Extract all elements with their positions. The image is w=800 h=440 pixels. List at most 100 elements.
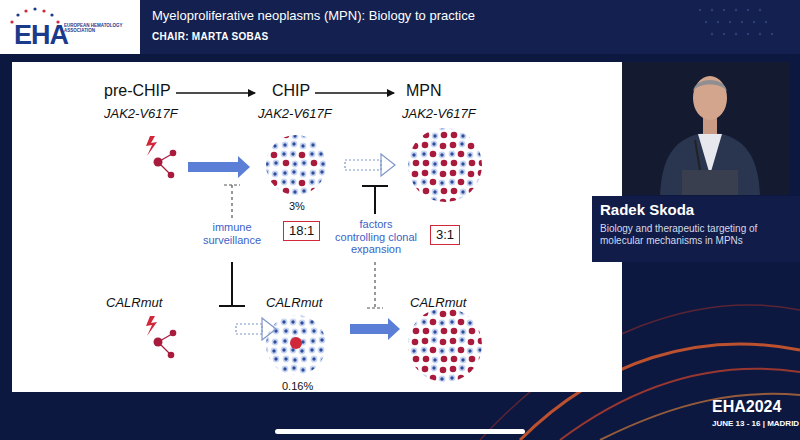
inhibitor-bar <box>219 305 245 307</box>
header-dots <box>735 33 737 35</box>
percent-label: 3% <box>289 200 329 213</box>
header-bar <box>0 0 800 54</box>
precursor-cell-calr <box>146 316 157 336</box>
stage-label: MPN <box>406 82 466 100</box>
speaker-video <box>660 132 760 195</box>
speaker-video <box>698 134 722 175</box>
scroll-bar <box>275 429 525 434</box>
header-dots <box>753 21 755 23</box>
inhibitor-bar <box>219 262 245 306</box>
stage-label: CHIP <box>272 82 332 100</box>
ratio-text: 18:1 <box>289 223 314 239</box>
header-dots <box>765 21 767 23</box>
logo-stars <box>10 20 13 23</box>
header-dots <box>759 33 761 35</box>
gene-label: JAK2-V617F <box>258 107 358 122</box>
orange-swirl <box>600 394 800 440</box>
inhibitor-bar <box>362 186 388 214</box>
header-dots <box>711 9 713 11</box>
hollow-dashed-arrow <box>236 324 262 334</box>
hollow-dashed-arrow <box>236 318 276 340</box>
mpn-cluster-jak2 <box>408 128 482 202</box>
precursor-cell-jak2 <box>170 150 177 157</box>
precursor-cell-jak2 <box>146 136 176 178</box>
speaker-video <box>622 62 790 195</box>
hollow-dashed-arrow <box>262 318 276 340</box>
hollow-dashed-arrow <box>345 154 395 176</box>
ratio-box: 18:1 <box>283 221 320 241</box>
header-dots <box>699 9 701 11</box>
logo-stars <box>16 13 19 16</box>
dashed-leader <box>367 307 383 308</box>
gene-label: CALRmut <box>266 296 366 311</box>
header-dots <box>759 9 761 11</box>
chip-cluster-calr <box>266 315 326 375</box>
precursor-cell-jak2 <box>168 172 175 179</box>
logo-stars <box>33 7 36 10</box>
inhibitor-bar <box>231 262 233 306</box>
blue-arrow <box>188 156 250 178</box>
precursor-cell-jak2 <box>146 136 157 156</box>
stage-label: pre-CHIP <box>104 82 184 100</box>
gene-label: CALRmut <box>410 296 510 311</box>
speaker-video <box>693 76 727 120</box>
speaker-name: Radek Skoda <box>600 201 790 218</box>
stage-arrows <box>315 92 394 94</box>
header-dots <box>699 9 773 35</box>
chip-cluster-calr <box>266 315 326 375</box>
dashed-leader <box>367 262 383 308</box>
dashed-leader <box>224 185 240 218</box>
logo-panel <box>0 0 140 54</box>
header-dots <box>747 33 749 35</box>
hollow-dashed-arrow <box>345 160 381 170</box>
precursor-cell-calr <box>154 338 163 347</box>
header-dots <box>741 21 743 23</box>
logo-stars <box>24 9 27 12</box>
slide-panel <box>12 62 622 392</box>
name-band <box>592 196 800 262</box>
annotation-text: factors controlling clonal expansion <box>334 218 418 256</box>
gene-label: JAK2-V617F <box>104 107 204 122</box>
header-dots <box>723 9 725 11</box>
logo-stars <box>42 9 45 12</box>
gene-label: CALRmut <box>106 296 206 311</box>
ratio-text: 3:1 <box>436 227 454 243</box>
dashed-leader <box>231 185 232 218</box>
header-dots <box>771 33 773 35</box>
logo-subtitle: EUROPEAN HEMATOLOGY ASSOCIATION <box>64 24 124 34</box>
stage-arrows <box>176 92 255 94</box>
header-dots <box>747 9 749 11</box>
speaker-video <box>682 170 738 195</box>
event-date: JUNE 13 - 16 | MADRID <box>712 419 800 428</box>
header-dots <box>717 21 719 23</box>
header-dots <box>705 21 707 23</box>
dashed-leader <box>374 262 375 308</box>
header-dots <box>729 21 731 23</box>
header-dots <box>711 33 713 35</box>
mpn-cluster-calr <box>408 308 482 382</box>
hollow-dashed-arrow <box>381 154 395 176</box>
precursor-cell-calr <box>146 316 176 358</box>
gene-label: JAK2-V617F <box>402 107 502 122</box>
speaker-video <box>622 62 790 195</box>
speaker-video <box>695 140 700 170</box>
chair-text: CHAIR: MARTA SOBAS <box>152 31 452 43</box>
slide-title: Myeloproliferative neoplasms (MPN): Biol… <box>152 9 672 24</box>
header-dots <box>723 33 725 35</box>
ratio-box: 3:1 <box>430 225 460 245</box>
logo-stars <box>50 13 53 16</box>
header-dots <box>735 9 737 11</box>
blue-arrow <box>350 318 400 340</box>
inhibitor-bar <box>374 186 376 214</box>
precursor-cell-calr <box>168 352 175 359</box>
percent-label: 0.16% <box>282 380 332 393</box>
chip-cluster-calr <box>290 337 302 349</box>
event-name: EHA2024 <box>712 398 800 416</box>
talk-title: Biology and therapeutic targeting of mol… <box>600 223 790 246</box>
precursor-cell-calr <box>170 330 177 337</box>
annotation-text: immune surveillance <box>190 221 274 246</box>
precursor-cell-jak2 <box>154 158 163 167</box>
